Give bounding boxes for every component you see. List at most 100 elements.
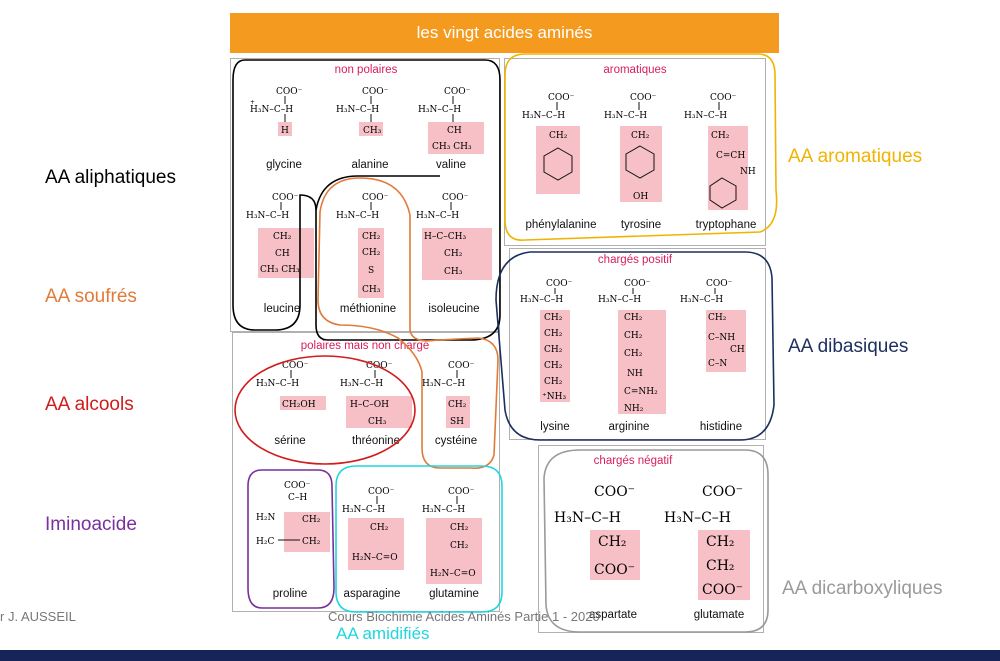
outline-alcohol (234, 355, 416, 465)
svg-text:H₃N–C–H: H₃N–C–H (520, 295, 563, 305)
proline-structure: COO⁻ C–H H₂N CH₂ H₂C CH₂ (256, 481, 330, 552)
svg-text:COO⁻: COO⁻ (594, 484, 635, 500)
svg-text:COO⁻: COO⁻ (448, 487, 475, 497)
svg-text:H₃N–C–H: H₃N–C–H (336, 211, 379, 221)
svg-text:CH: CH (447, 126, 462, 136)
svg-text:NH: NH (627, 369, 643, 379)
label-glutamate: glutamate (693, 609, 745, 621)
svg-text:COO⁻: COO⁻ (442, 193, 469, 203)
svg-text:CH₂: CH₂ (706, 558, 735, 574)
svg-text:H₃N–C–H: H₃N–C–H (522, 111, 565, 121)
svg-text:CH₂: CH₂ (708, 313, 727, 323)
glutamate-structure: COO⁻ H₃N–C–H CH₂ CH₂ COO⁻ (664, 484, 750, 600)
lysine-structure: COO⁻ H₃N–C–H CH₂ CH₂ CH₂ CH₂ CH₂ ⁺NH₃ (520, 279, 573, 402)
valine-structure: COO⁻ H₃N–C–H CH CH₃ CH₃ (418, 87, 484, 154)
label-methionine: méthionine (339, 303, 397, 315)
svg-text:CH₃ CH₃: CH₃ CH₃ (260, 265, 300, 275)
svg-text:CH: CH (730, 345, 745, 355)
section-aromatic: aromatiques (603, 64, 667, 76)
outline-dicarboxylic (543, 449, 769, 633)
label-proline: proline (272, 588, 308, 600)
svg-text:H₃N–C–H: H₃N–C–H (340, 379, 383, 389)
svg-text:CH₂: CH₂ (631, 131, 650, 141)
label-alanine: alanine (351, 159, 389, 171)
svg-text:H₃N–C–H: H₃N–C–H (418, 105, 461, 115)
phenylalanine-structure: COO⁻ H₃N–C–H CH₂ (522, 93, 580, 194)
svg-text:CH₂: CH₂ (706, 534, 735, 550)
svg-text:H: H (281, 126, 289, 136)
svg-text:S: S (368, 266, 374, 276)
group-label-dicarboxylic: AA dicarboxyliques (782, 578, 943, 599)
svg-text:H₃N–C–H: H₃N–C–H (680, 295, 723, 305)
svg-text:H₂C: H₂C (256, 537, 274, 547)
label-tyrosine: tyrosine (620, 219, 662, 231)
glutamine-structure: COO⁻ H₃N–C–H CH₂ CH₂ H₂N–C=O (422, 487, 482, 584)
group-label-amide: AA amidifiés (336, 624, 430, 643)
svg-text:COO⁻: COO⁻ (546, 279, 573, 289)
svg-text:CH₂: CH₂ (549, 131, 568, 141)
aspartate-structure: COO⁻ H₃N–C–H CH₂ COO⁻ (554, 484, 640, 580)
outline-aromatic (504, 53, 778, 241)
asparagine-structure: COO⁻ H₃N–C–H CH₂ H₂N–C=O (342, 487, 404, 570)
svg-text:CH₂: CH₂ (544, 313, 563, 323)
label-lysine: lysine (540, 421, 570, 433)
svg-text:CH₃: CH₃ (362, 285, 381, 295)
outline-aliphatic (232, 59, 501, 341)
svg-text:COO⁻: COO⁻ (444, 87, 471, 97)
svg-text:CH₂: CH₂ (544, 361, 563, 371)
svg-text:CH₂: CH₂ (544, 377, 563, 387)
svg-text:NH₂: NH₂ (624, 404, 644, 414)
title-banner: les vingt acides aminés (230, 13, 779, 53)
outline-sulfur (317, 177, 499, 470)
section-negative: chargés négatif (593, 455, 673, 467)
svg-text:CH₂: CH₂ (598, 534, 627, 550)
svg-text:H₃N–C–H: H₃N–C–H (250, 105, 293, 115)
svg-text:COO⁻: COO⁻ (368, 487, 395, 497)
label-glutamine: glutamine (429, 588, 479, 600)
section-positive: chargés positif (597, 254, 673, 266)
tyrosine-structure: COO⁻ H₃N–C–H CH₂ OH (604, 93, 662, 202)
svg-text:CH₂: CH₂ (544, 345, 563, 355)
svg-text:CH₂: CH₂ (624, 331, 643, 341)
serine-structure: COO⁻ H₃N–C–H CH₂OH (256, 361, 326, 410)
svg-text:CH₂: CH₂ (444, 249, 463, 259)
svg-text:H₂N: H₂N (256, 513, 275, 523)
svg-text:C–N: C–N (708, 359, 727, 369)
svg-text:COO⁻: COO⁻ (706, 279, 733, 289)
svg-text:H₃N–C–H: H₃N–C–H (416, 211, 459, 221)
outline-imino (247, 469, 335, 609)
label-threonine: thréonine (352, 435, 400, 447)
svg-text:H₃N–C–H: H₃N–C–H (598, 295, 641, 305)
svg-text:COO⁻: COO⁻ (276, 87, 303, 97)
svg-text:H₃N–C–H: H₃N–C–H (246, 211, 289, 221)
label-aspartate: aspartate (589, 609, 637, 621)
svg-text:CH₂: CH₂ (448, 400, 467, 410)
svg-text:COO⁻: COO⁻ (362, 193, 389, 203)
svg-text:H₃N–C–H: H₃N–C–H (336, 105, 379, 115)
svg-text:CH₃: CH₃ (363, 126, 382, 136)
svg-text:CH₂: CH₂ (302, 537, 321, 547)
label-phenylalanine: phénylalanine (525, 219, 597, 231)
label-serine: sérine (274, 435, 306, 447)
group-label-alcohol: AA alcools (45, 394, 134, 415)
svg-text:CH₂: CH₂ (624, 349, 643, 359)
label-arginine: arginine (608, 421, 650, 433)
label-tryptophane: tryptophane (695, 219, 757, 231)
svg-text:CH₂: CH₂ (624, 313, 643, 323)
svg-text:C–H: C–H (288, 493, 307, 503)
glycine-structure: COO⁻ H₃N–C–H + H (250, 87, 303, 136)
svg-text:H₃N–C–H: H₃N–C–H (604, 111, 647, 121)
label-cysteine: cystéine (434, 435, 478, 447)
svg-text:H₃N–C–H: H₃N–C–H (422, 379, 465, 389)
svg-text:NH: NH (740, 167, 756, 177)
cysteine-structure: COO⁻ H₃N–C–H CH₂ SH (422, 361, 475, 428)
svg-text:H₃N–C–H: H₃N–C–H (684, 111, 727, 121)
svg-text:CH₂: CH₂ (302, 515, 321, 525)
label-valine: valine (435, 159, 467, 171)
svg-text:CH₂: CH₂ (450, 523, 469, 533)
svg-text:COO⁻: COO⁻ (594, 562, 635, 578)
svg-text:⁺NH₃: ⁺NH₃ (542, 392, 566, 402)
outline-dibasic (495, 251, 775, 441)
methionine-structure: COO⁻ H₃N–C–H CH₂ CH₂ S CH₃ (336, 193, 389, 298)
isoleucine-structure: COO⁻ H₃N–C–H H–C–CH₃ CH₂ CH₃ (416, 193, 492, 280)
